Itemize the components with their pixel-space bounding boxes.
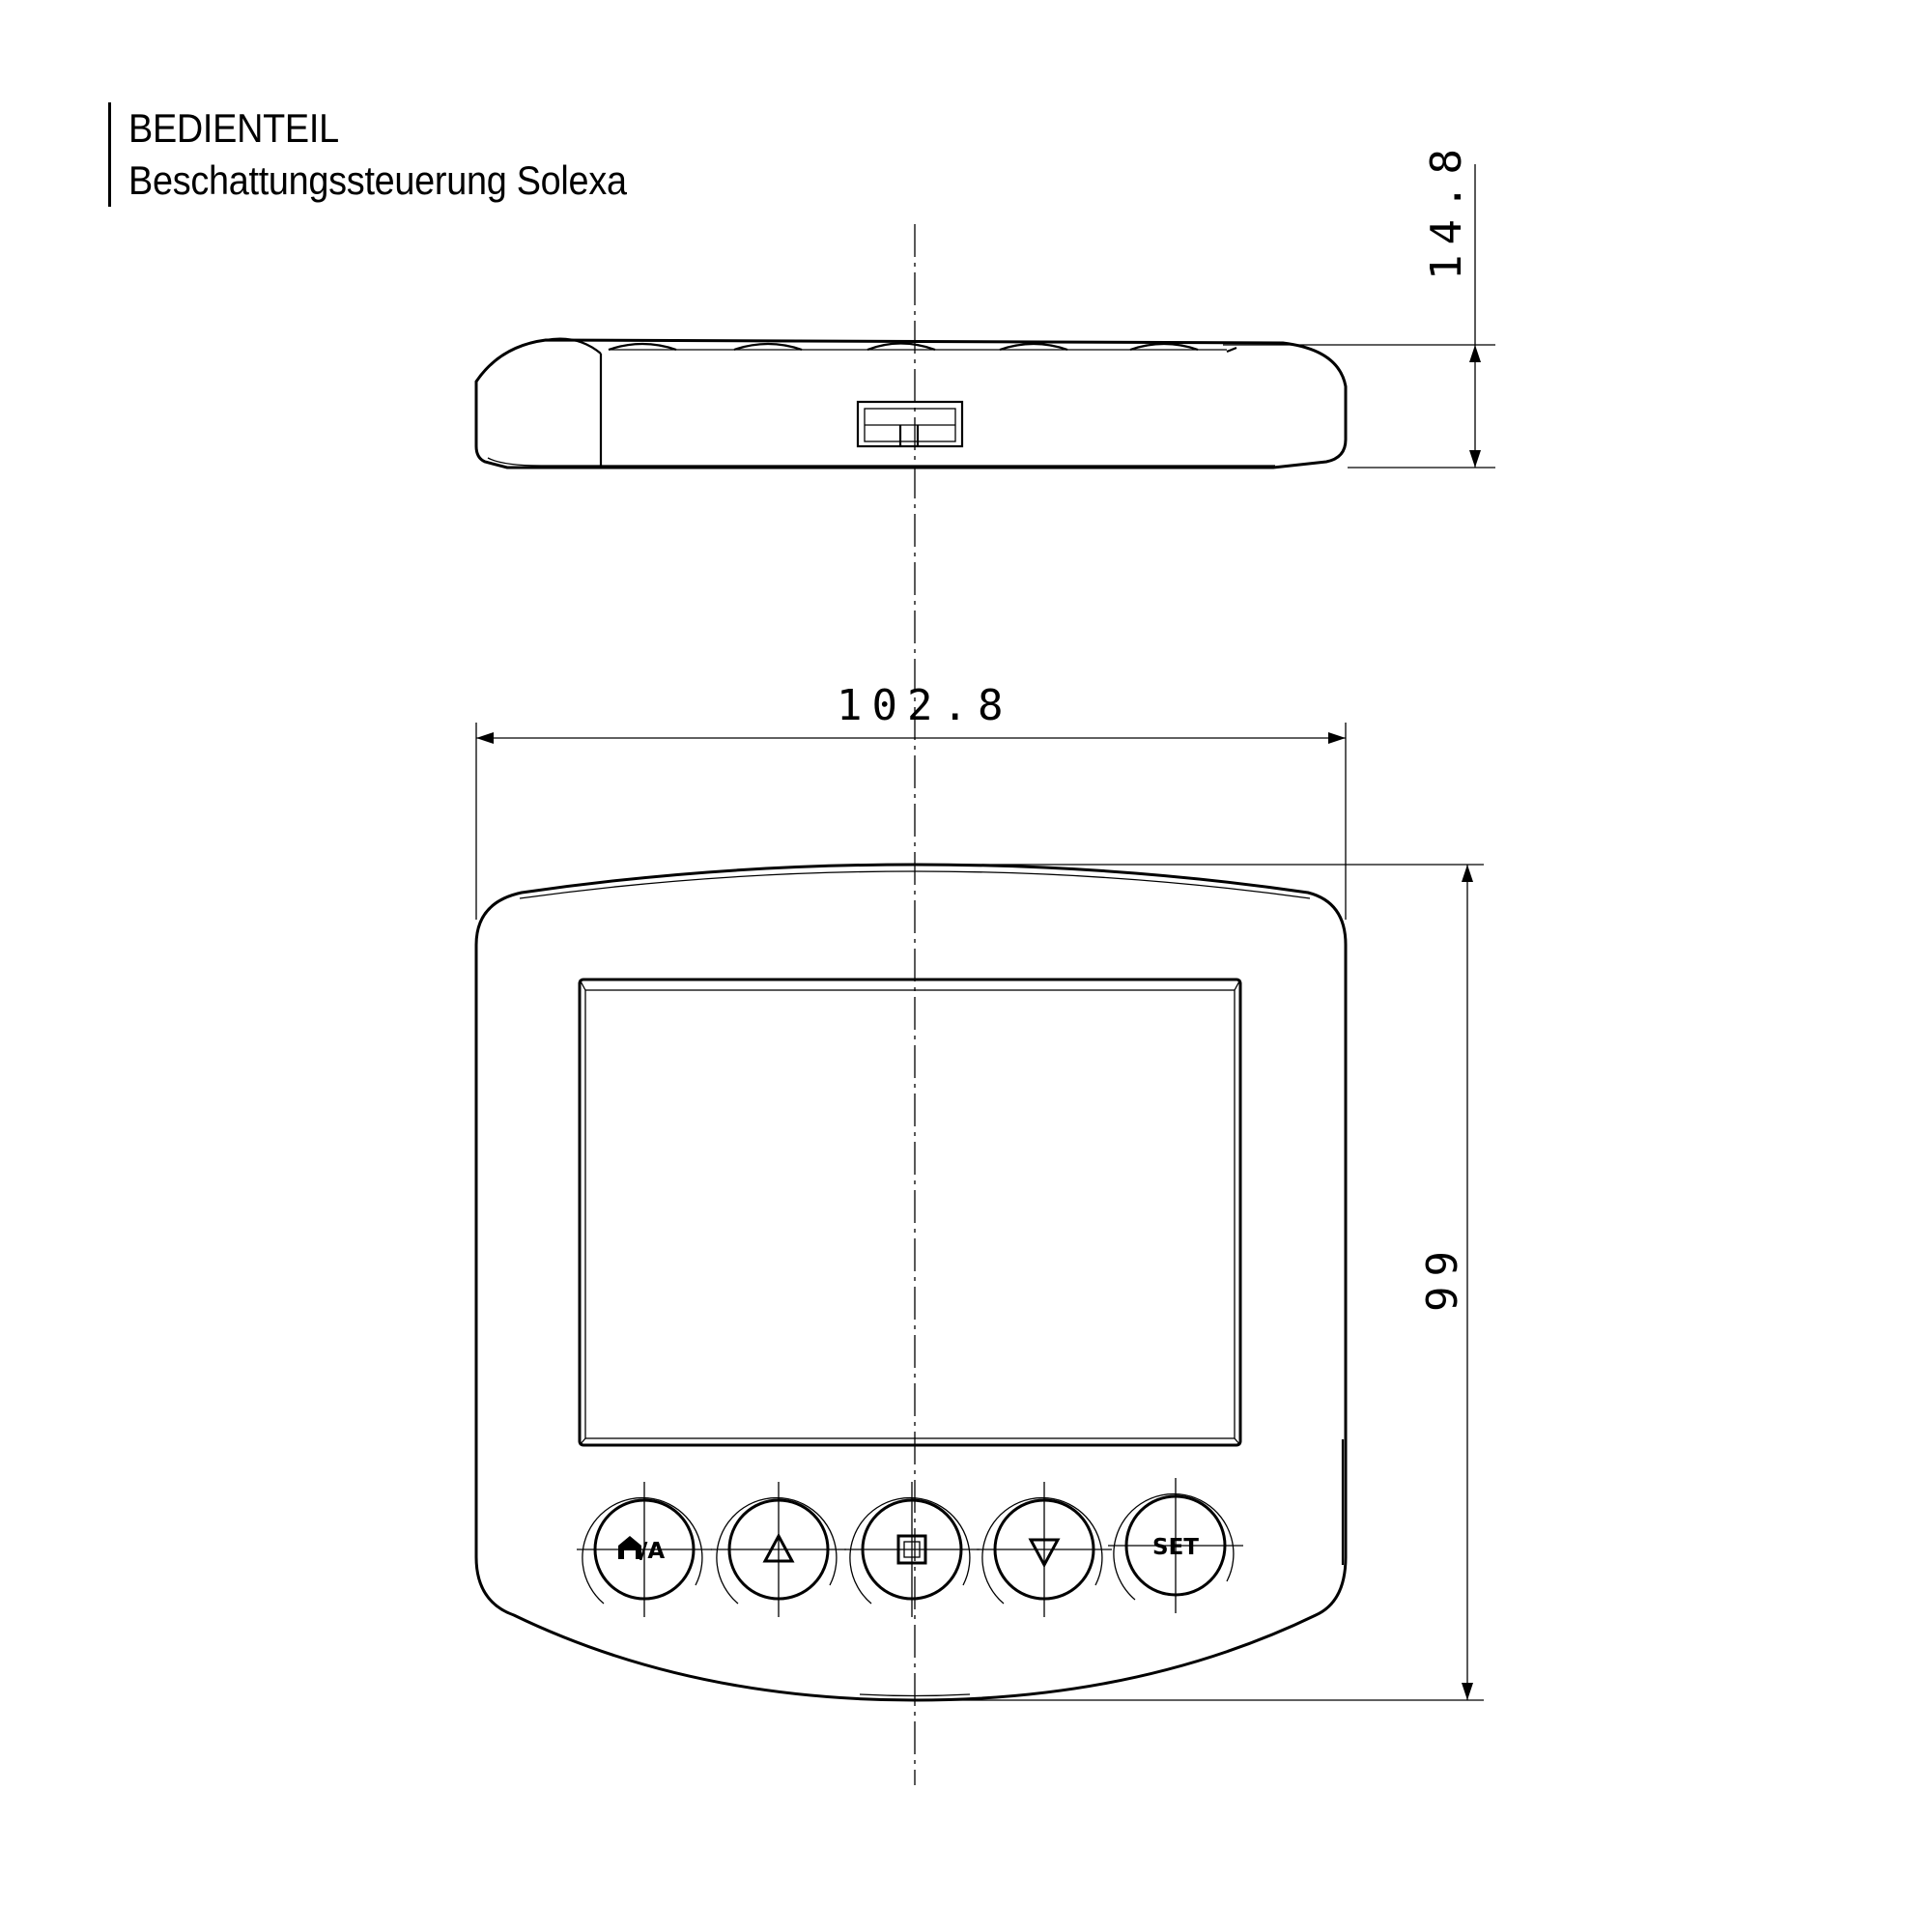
set-label: SET — [1152, 1535, 1199, 1560]
triangle-down-icon — [1028, 1538, 1061, 1569]
drawing-subtitle: Beschattungssteuerung Solexa — [128, 157, 627, 203]
stop-button[interactable] — [844, 1482, 980, 1617]
set-button[interactable]: SET — [1108, 1478, 1243, 1613]
side-view — [474, 337, 1348, 469]
triangle-up-icon — [762, 1532, 795, 1563]
dimension-height: 14.8 — [1223, 139, 1495, 469]
dimension-depth: 99 — [915, 864, 1484, 1701]
display-window — [578, 978, 1242, 1447]
home-auto-button[interactable]: /A — [577, 1482, 712, 1617]
depth-dimension-label: 99 — [1418, 1241, 1467, 1312]
square-stop-icon — [896, 1534, 927, 1565]
drawing-title: BEDIENTEIL — [128, 105, 339, 151]
width-dimension-label: 102.8 — [837, 681, 1012, 730]
title-block: BEDIENTEIL Beschattungssteuerung Solexa — [108, 102, 682, 207]
down-button[interactable] — [977, 1482, 1112, 1617]
dimension-width: 102.8 — [475, 681, 1347, 920]
connector — [856, 400, 964, 448]
height-dimension-label: 14.8 — [1422, 139, 1471, 280]
house-icon — [618, 1536, 641, 1559]
home-auto-label: /A — [639, 1539, 665, 1564]
front-view: /A SET — [474, 863, 1348, 1702]
up-button[interactable] — [711, 1482, 846, 1617]
